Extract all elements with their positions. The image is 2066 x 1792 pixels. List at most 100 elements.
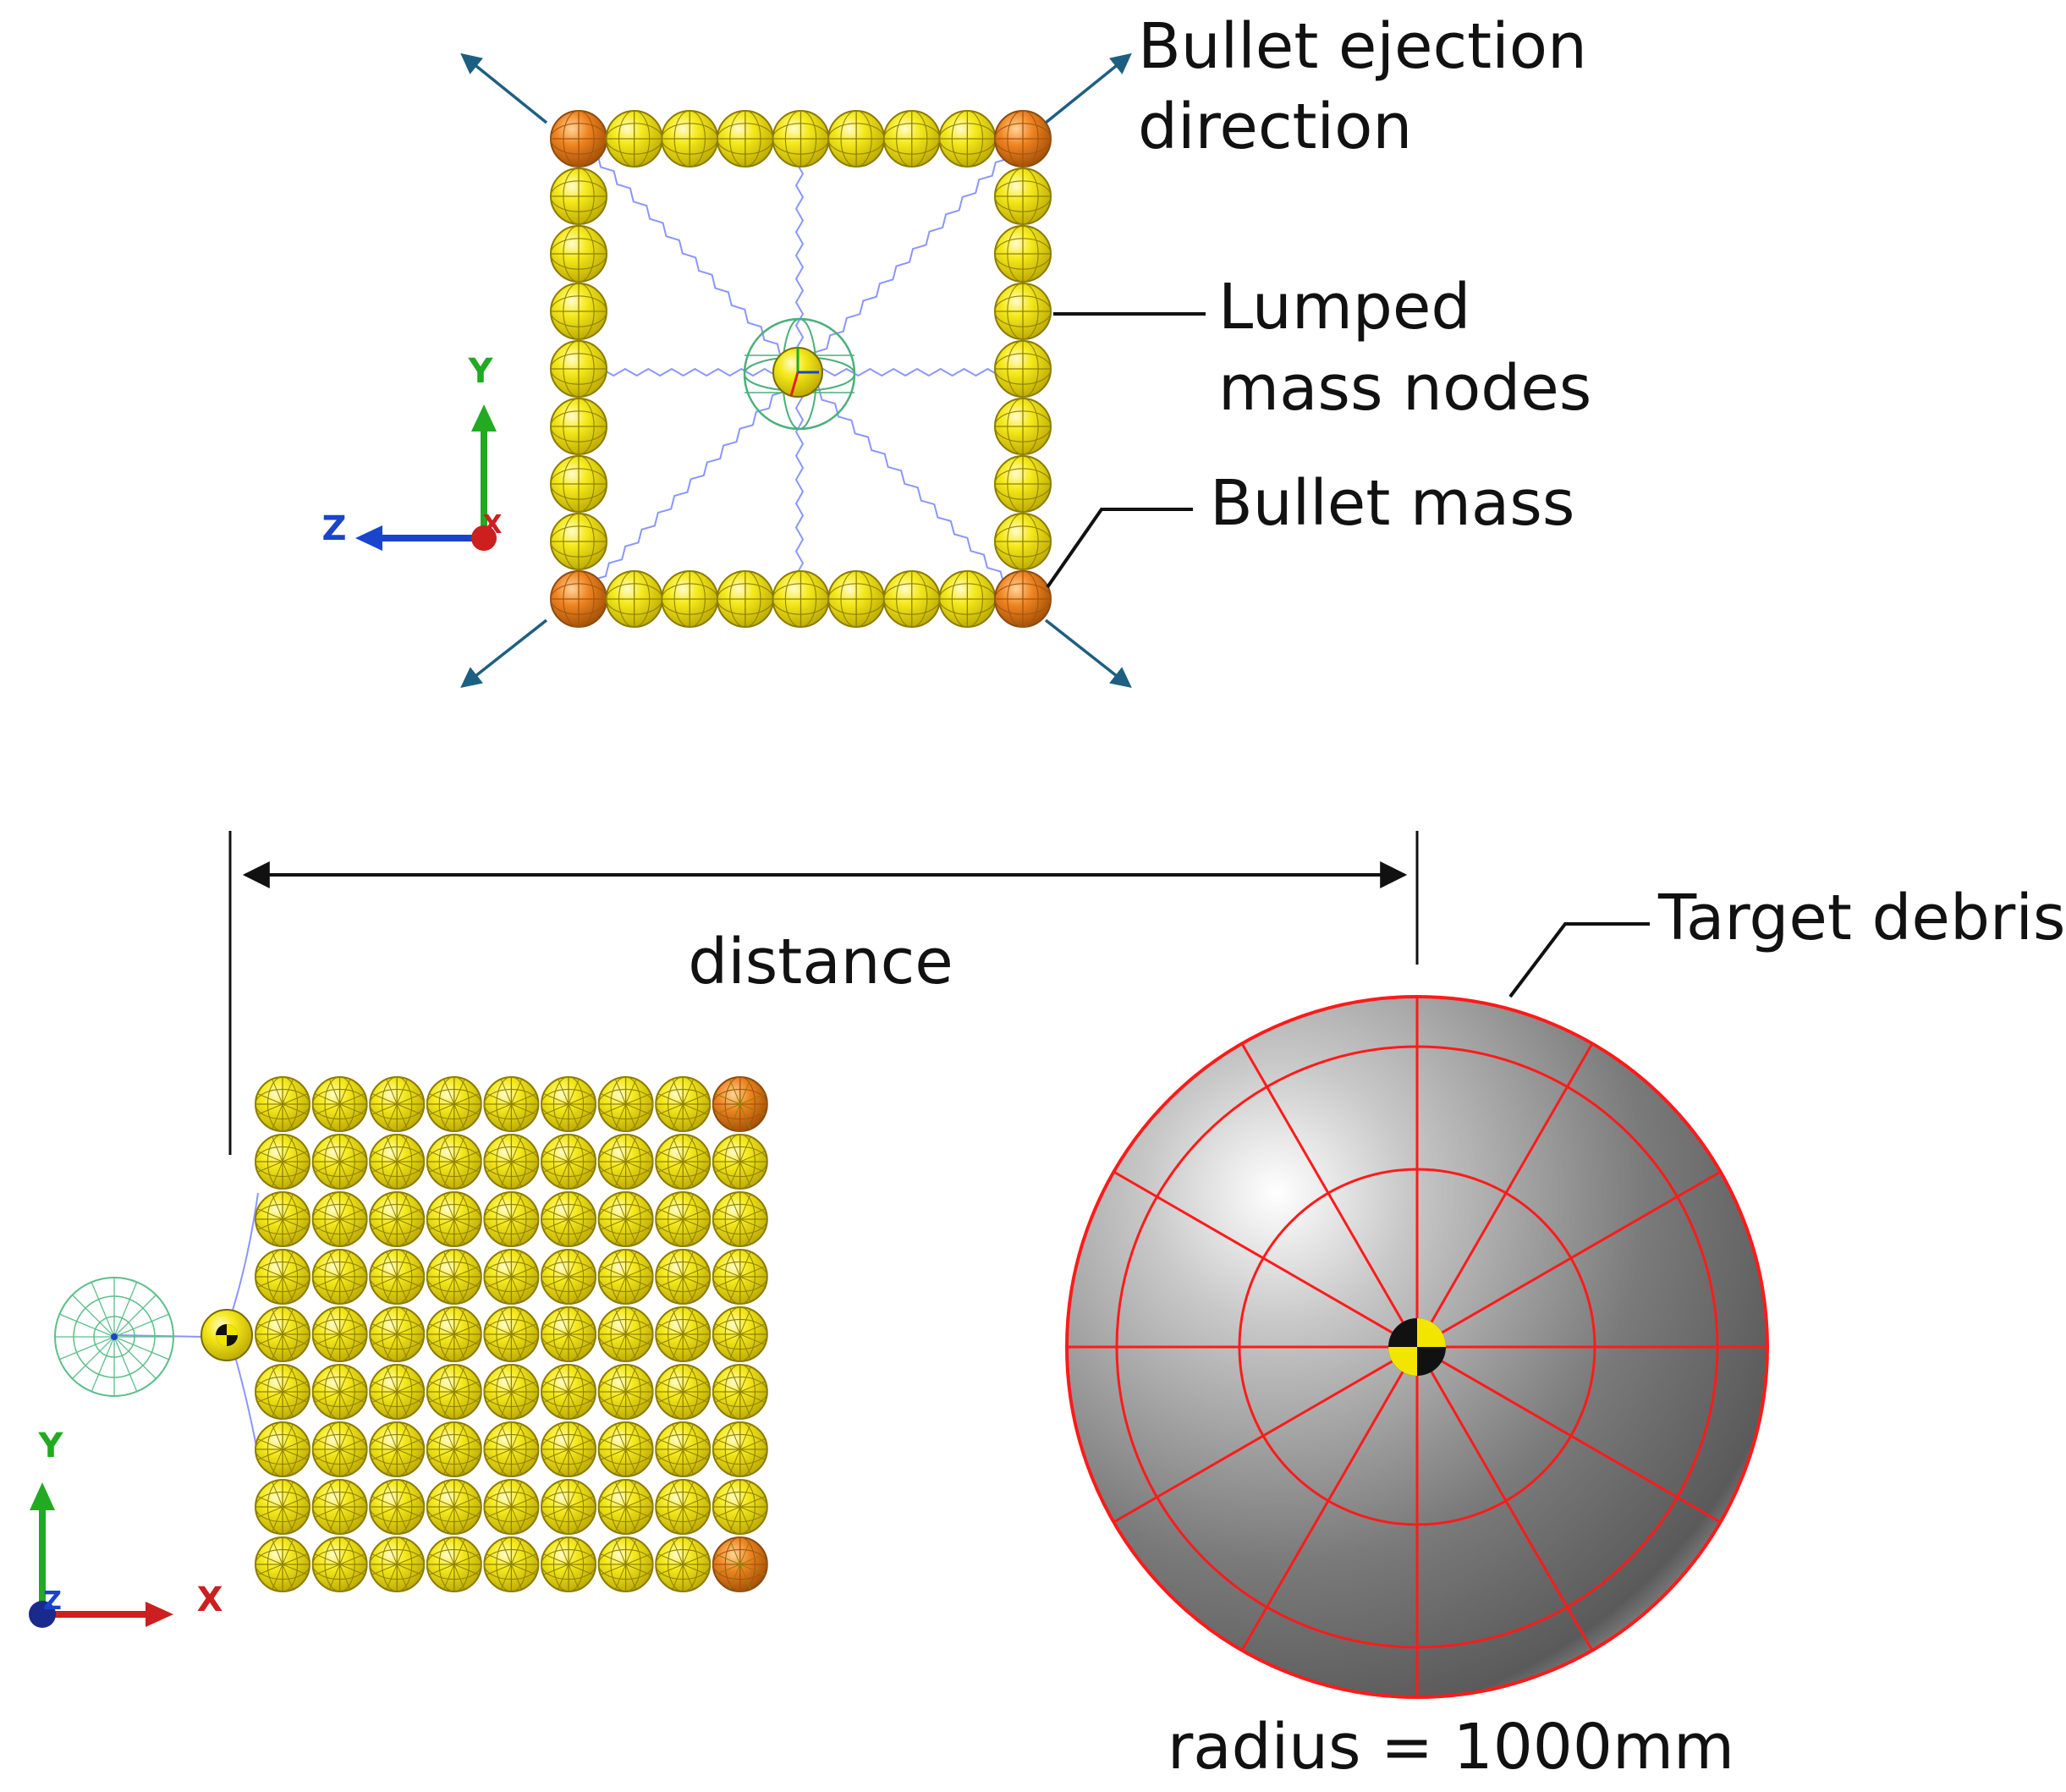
lumped-node xyxy=(541,1076,596,1132)
lumped-node xyxy=(483,1249,540,1305)
lumped-node xyxy=(994,455,1052,513)
axis-label-z-bottom: Z xyxy=(43,1586,62,1616)
lumped-node xyxy=(994,225,1052,283)
bullet-mass xyxy=(994,570,1052,628)
lumped-node xyxy=(483,1479,540,1535)
lumped-mass-grid-side xyxy=(255,1076,768,1592)
axis-label-x-bottom: X xyxy=(197,1580,223,1619)
lumped-node xyxy=(712,1249,768,1305)
lumped-node xyxy=(550,340,607,398)
lumped-node xyxy=(483,1364,540,1420)
lumped-node xyxy=(426,1536,482,1592)
bullet-mass xyxy=(712,1536,768,1592)
lumped-node xyxy=(483,1421,540,1477)
side-sensor xyxy=(54,1277,174,1397)
lumped-node xyxy=(369,1479,426,1535)
tether-line xyxy=(799,371,1022,602)
bullet-mass xyxy=(712,1076,768,1132)
lumped-node xyxy=(655,1134,712,1190)
lumped-node xyxy=(597,1364,654,1420)
lumped-node xyxy=(712,1421,768,1477)
top-center-node xyxy=(772,347,823,398)
lumped-node xyxy=(541,1536,596,1592)
top-view-net xyxy=(460,52,1132,689)
lumped-node xyxy=(550,168,607,225)
lumped-node xyxy=(605,110,663,168)
lumped-node xyxy=(882,110,941,168)
lumped-node xyxy=(426,1249,482,1305)
lumped-node xyxy=(661,570,719,628)
bullet-mass xyxy=(994,110,1052,168)
lumped-node xyxy=(483,1306,540,1362)
ejection-direction-arrows xyxy=(460,52,1132,689)
tether-line xyxy=(575,371,800,598)
lumped-node xyxy=(716,570,774,628)
lumped-label-line1: Lumped xyxy=(1218,271,1470,344)
lumped-node xyxy=(311,1421,368,1477)
target-leader xyxy=(1508,922,1650,998)
lumped-node xyxy=(597,1076,654,1132)
lumped-node xyxy=(311,1249,368,1305)
lumped-node xyxy=(426,1076,482,1132)
lumped-mass-nodes-top xyxy=(550,110,1052,628)
bullet-mass xyxy=(550,110,607,168)
lumped-node xyxy=(311,1191,368,1247)
target-debris xyxy=(1065,995,1769,1699)
lumped-node xyxy=(550,513,607,570)
lumped-node xyxy=(597,1421,654,1477)
lumped-node xyxy=(712,1479,768,1535)
lumped-node xyxy=(311,1536,368,1592)
axis-label-y-top: Y xyxy=(468,352,494,391)
lumped-node xyxy=(655,1076,712,1132)
axis-triad-top: Y Z X xyxy=(321,352,503,551)
lumped-node xyxy=(938,110,997,168)
ejection-arrow-top-right xyxy=(1044,52,1132,124)
lumped-node xyxy=(426,1364,482,1420)
bullet-mass-label: Bullet mass xyxy=(1210,467,1574,540)
lumped-node xyxy=(994,513,1052,570)
lumped-node xyxy=(369,1306,426,1362)
axis-label-z-top: Z xyxy=(321,509,346,548)
target-center-marker xyxy=(1388,1318,1446,1376)
tether-line xyxy=(794,371,805,600)
lumped-node xyxy=(882,570,941,628)
lumped-node xyxy=(827,110,886,168)
lumped-node xyxy=(712,1364,768,1420)
lumped-node xyxy=(311,1479,368,1535)
lumped-node xyxy=(541,1134,596,1190)
lumped-node xyxy=(655,1191,712,1247)
tether-line xyxy=(580,136,800,373)
lumped-node xyxy=(255,1134,310,1190)
lumped-node xyxy=(483,1076,540,1132)
lumped-node xyxy=(369,1364,426,1420)
distance-dimension: distance xyxy=(228,831,1419,1155)
lumped-node xyxy=(311,1134,368,1190)
lumped-node xyxy=(541,1479,596,1535)
lumped-node xyxy=(655,1306,712,1362)
lumped-node xyxy=(605,570,663,628)
lumped-node xyxy=(255,1536,310,1592)
lumped-label-line2: mass nodes xyxy=(1218,352,1591,425)
lumped-node xyxy=(655,1479,712,1535)
lumped-node xyxy=(255,1421,310,1477)
distance-label: distance xyxy=(688,926,953,998)
lumped-node xyxy=(994,398,1052,455)
radius-label: radius = 1000mm xyxy=(1168,1711,1734,1784)
lumped-node xyxy=(661,110,719,168)
lumped-node xyxy=(483,1134,540,1190)
lumped-node xyxy=(483,1191,540,1247)
tether-line xyxy=(799,140,1026,373)
lumped-node xyxy=(597,1191,654,1247)
lumped-node xyxy=(369,1134,426,1190)
ejection-arrow-top-left xyxy=(460,52,548,124)
axis-label-y-bottom: Y xyxy=(38,1426,64,1465)
lumped-node xyxy=(550,225,607,283)
lumped-node xyxy=(311,1306,368,1362)
lumped-node xyxy=(426,1306,482,1362)
lumped-node xyxy=(426,1191,482,1247)
lumped-node xyxy=(655,1536,712,1592)
lumped-node xyxy=(255,1249,310,1305)
tether-line xyxy=(794,138,805,373)
lumped-node xyxy=(426,1134,482,1190)
bullet-mass xyxy=(550,570,607,628)
